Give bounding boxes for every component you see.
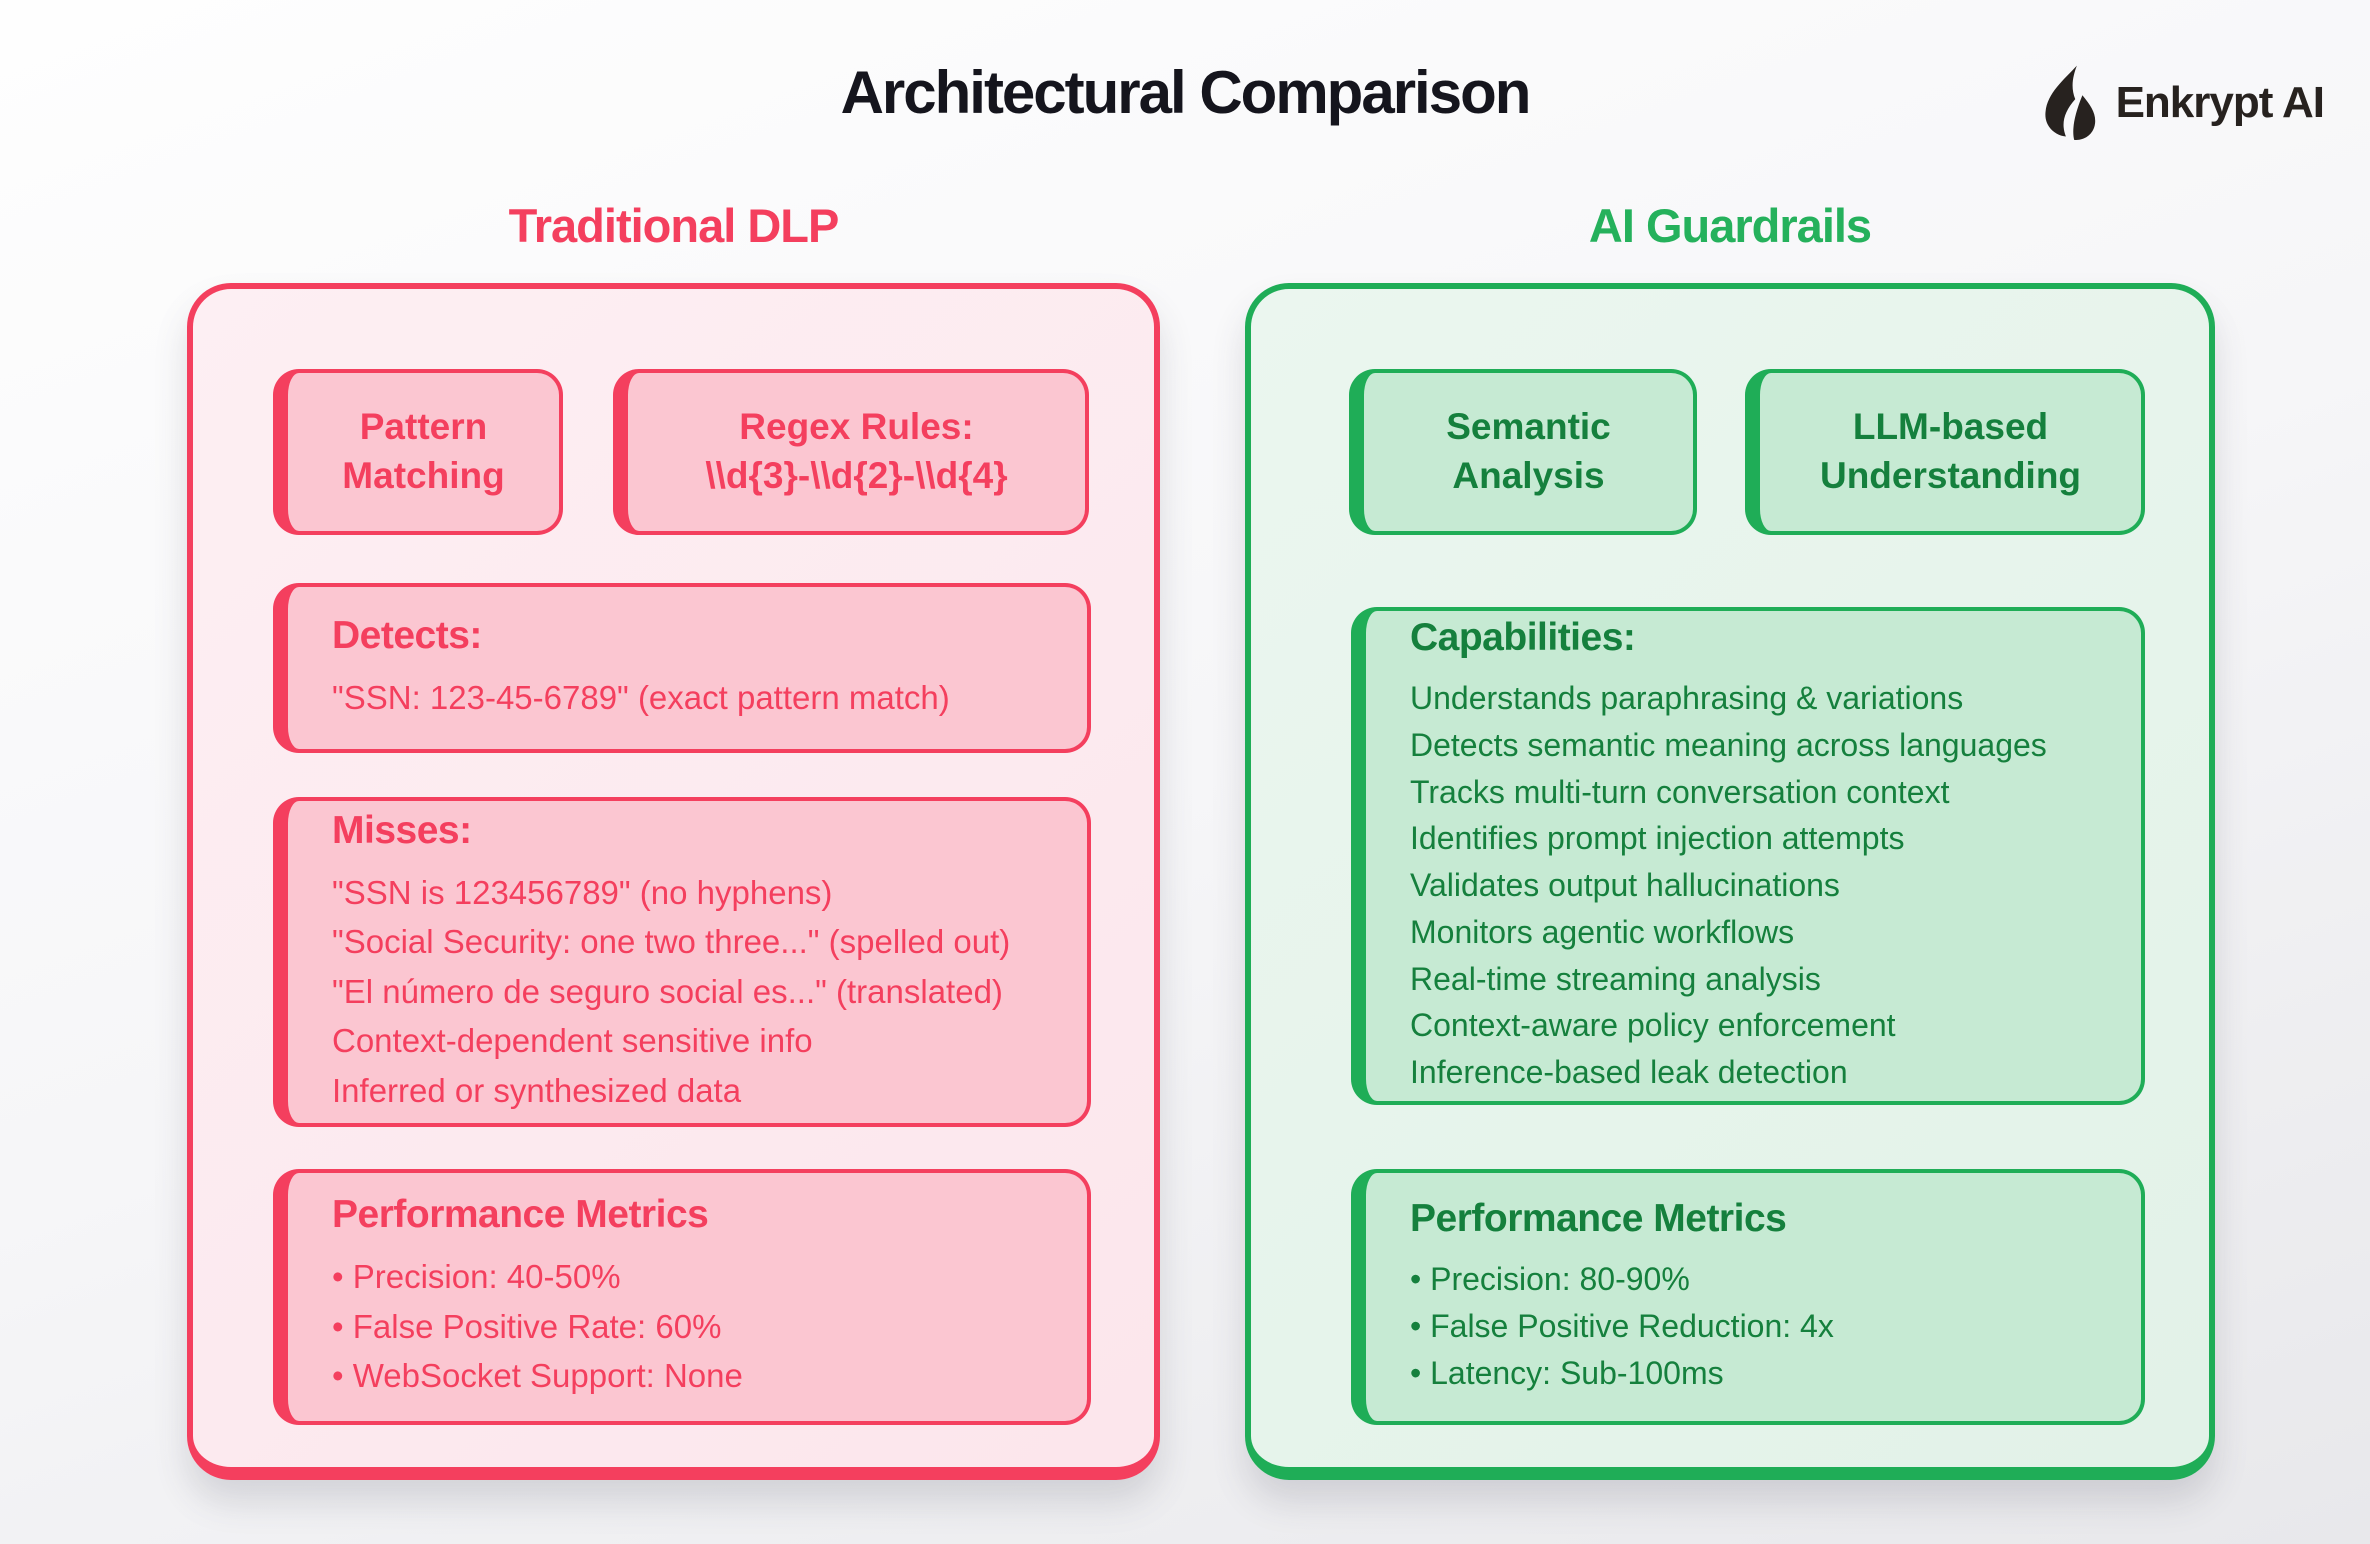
capability-line: Monitors agentic workflows [1410, 913, 1795, 950]
brand-name: Enkrypt AI [2115, 78, 2325, 127]
capabilities-section: Capabilities: Understands paraphrasing &… [1351, 607, 2145, 1105]
dlp-metric: False Positive Rate: 60% [332, 1302, 1043, 1352]
dlp-metric: WebSocket Support: None [332, 1351, 1043, 1401]
page-title: Architectural Comparison [840, 59, 1532, 126]
guardrails-performance-title: Performance Metrics [1410, 1197, 1787, 1241]
capability-line: Real-time streaming analysis [1410, 960, 1821, 997]
dlp-metric: Precision: 40-50% [332, 1252, 1043, 1302]
misses-title: Misses: [332, 808, 472, 852]
misses-line: "El número de seguro social es..." (tran… [332, 972, 1003, 1010]
misses-section: Misses: "SSN is 123456789" (no hyphens) … [273, 797, 1091, 1127]
brand-logo: Enkrypt AI [2034, 64, 2325, 142]
detects-title: Detects: [332, 613, 482, 657]
capability-line: Inference-based leak detection [1410, 1054, 1848, 1091]
capability-line: Validates output hallucinations [1410, 867, 1840, 904]
capability-line: Tracks multi-turn conversation context [1410, 773, 1950, 810]
detects-section: Detects: "SSN: 123-45-6789" (exact patte… [273, 583, 1091, 753]
capability-line: Identifies prompt injection attempts [1410, 820, 1905, 857]
regex-rules-chip: Regex Rules: \\d{3}-\\d{2}-\\d{4} [613, 369, 1089, 535]
llm-understanding-chip: LLM-based Understanding [1745, 369, 2145, 535]
misses-line: Context-dependent sensitive info [332, 1022, 813, 1060]
dlp-performance-title: Performance Metrics [332, 1193, 709, 1237]
misses-line: "Social Security: one two three..." (spe… [332, 923, 1011, 961]
detects-line: "SSN: 123-45-6789" (exact pattern match) [332, 678, 950, 716]
flame-icon [2034, 64, 2100, 142]
capability-line: Detects semantic meaning across language… [1410, 726, 2047, 763]
misses-line: "SSN is 123456789" (no hyphens) [332, 873, 833, 911]
traditional-dlp-panel: Pattern Matching Regex Rules: \\d{3}-\\d… [187, 283, 1160, 1480]
ai-guardrails-panel: Semantic Analysis LLM-based Understandin… [1245, 283, 2215, 1480]
guardrails-metric: False Positive Reduction: 4x [1410, 1303, 2097, 1350]
pattern-matching-chip: Pattern Matching [273, 369, 563, 535]
semantic-analysis-chip: Semantic Analysis [1349, 369, 1697, 535]
dlp-performance-section: Performance Metrics Precision: 40-50% Fa… [273, 1169, 1091, 1425]
misses-line: Inferred or synthesized data [332, 1071, 742, 1109]
guardrails-metric: Precision: 80-90% [1410, 1256, 2097, 1303]
guardrails-performance-section: Performance Metrics Precision: 80-90% Fa… [1351, 1169, 2145, 1425]
right-column-header: AI Guardrails [1588, 199, 1872, 252]
capabilities-title: Capabilities: [1410, 616, 1636, 660]
capability-line: Context-aware policy enforcement [1410, 1007, 1896, 1044]
left-column-header: Traditional DLP [508, 199, 840, 252]
capability-line: Understands paraphrasing & variations [1410, 680, 1964, 717]
guardrails-metric: Latency: Sub-100ms [1410, 1350, 2097, 1397]
